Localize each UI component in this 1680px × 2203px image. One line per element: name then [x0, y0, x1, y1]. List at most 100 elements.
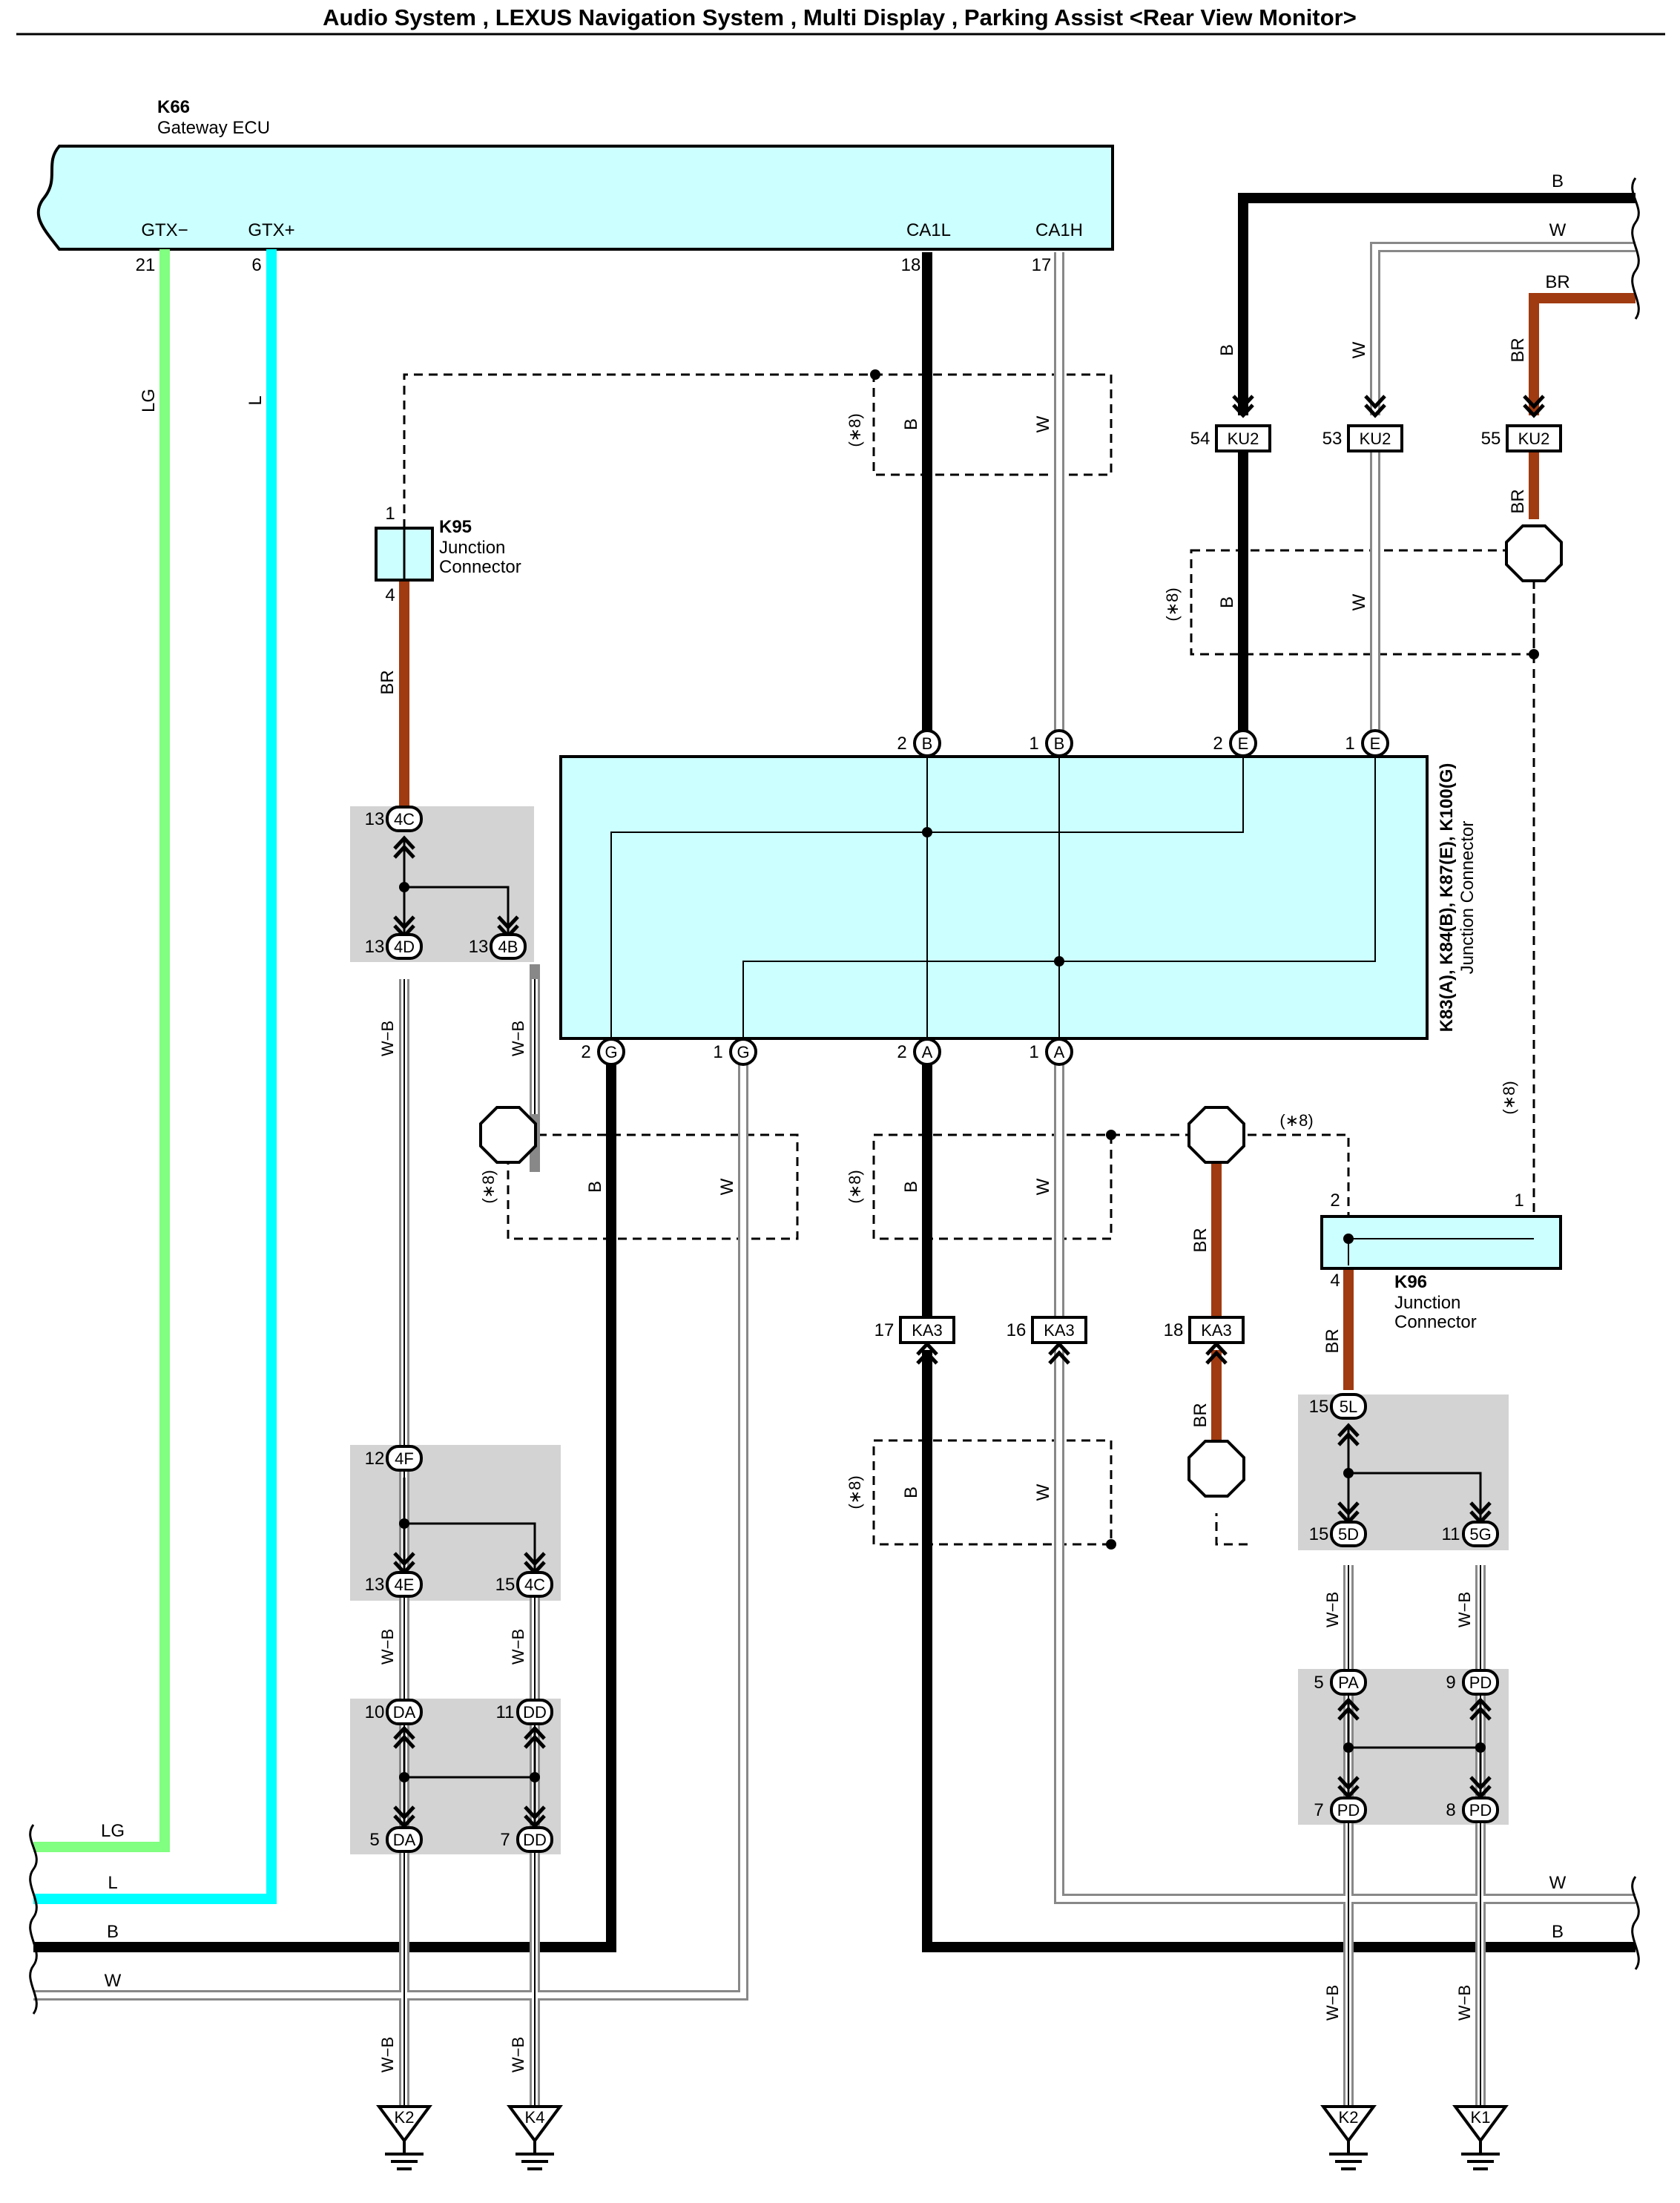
svg-text:W−B: W−B [509, 1021, 527, 1056]
svg-text:B: B [901, 418, 921, 430]
k95-junction-connector: K95 Junction Connector 1 4 [375, 504, 521, 605]
svg-text:LG: LG [101, 1821, 125, 1841]
svg-text:W−B: W−B [1323, 1985, 1342, 2021]
shield-note-3: (∗8) [1500, 1081, 1518, 1114]
svg-text:1: 1 [1029, 1042, 1038, 1062]
wire-lg [33, 249, 170, 1852]
svg-text:7: 7 [1314, 1800, 1323, 1820]
wires-black [33, 193, 1635, 1952]
shield-note-2: (∗8) [1163, 587, 1182, 621]
pin-num-6: 6 [251, 255, 261, 275]
svg-text:K4: K4 [525, 2108, 545, 2127]
svg-text:8: 8 [1446, 1800, 1455, 1820]
junction-connector: K83(A), K84(B), K87(E), K100(G) Junction… [559, 743, 1478, 1052]
svg-text:DA: DA [393, 1703, 416, 1722]
svg-text:13: 13 [365, 937, 385, 957]
svg-text:1: 1 [1345, 734, 1354, 754]
svg-text:DA: DA [393, 1831, 416, 1849]
svg-text:BR: BR [1190, 1228, 1210, 1252]
wire-breaks [29, 177, 1640, 2015]
svg-text:G: G [737, 1043, 749, 1061]
diagram-title: Audio System , LEXUS Navigation System ,… [323, 4, 1357, 30]
ku2-connectors: KU2 KU2 KU2 54 53 55 [1190, 396, 1562, 452]
svg-text:11: 11 [1442, 1524, 1460, 1544]
svg-text:KU2: KU2 [1518, 429, 1550, 448]
svg-text:9: 9 [1446, 1673, 1455, 1693]
svg-text:16: 16 [1007, 1320, 1027, 1340]
shield-drain-dots [870, 369, 1539, 1550]
svg-text:KU2: KU2 [1228, 429, 1259, 448]
svg-text:W−B: W−B [378, 2037, 397, 2072]
svg-text:17: 17 [874, 1320, 895, 1340]
svg-text:W−B: W−B [1323, 1592, 1342, 1627]
shield-note-7: (∗8) [846, 1475, 864, 1509]
svg-text:2: 2 [1330, 1191, 1340, 1211]
svg-text:BR: BR [1545, 272, 1569, 292]
svg-text:W−B: W−B [509, 2037, 527, 2072]
svg-text:4C: 4C [524, 1575, 545, 1594]
pin-num-21: 21 [136, 255, 156, 275]
svg-text:4: 4 [1330, 1271, 1340, 1291]
svg-text:55: 55 [1481, 429, 1501, 449]
svg-text:5G: 5G [1469, 1525, 1491, 1544]
gateway-ecu-code: K66 [157, 97, 190, 117]
svg-text:10: 10 [365, 1702, 385, 1722]
svg-text:B: B [922, 734, 933, 753]
svg-text:A: A [922, 1043, 933, 1061]
svg-text:W: W [1349, 341, 1369, 358]
svg-text:2: 2 [1213, 734, 1222, 754]
shield-notes: (∗8) (∗8) (∗8) (∗8) (∗8) (∗8) (∗8) [479, 413, 1518, 1509]
shield-note-1: (∗8) [846, 413, 864, 447]
svg-text:4F: 4F [395, 1449, 414, 1468]
svg-text:1: 1 [385, 504, 395, 524]
shield-note-5: (∗8) [846, 1170, 864, 1203]
svg-text:5: 5 [369, 1830, 379, 1850]
svg-text:54: 54 [1190, 429, 1210, 449]
gateway-ecu-name: Gateway ECU [157, 118, 270, 138]
shield-note-4: (∗8) [479, 1170, 498, 1203]
svg-text:11: 11 [496, 1702, 515, 1722]
svg-text:12: 12 [365, 1449, 385, 1469]
svg-text:4E: 4E [395, 1575, 415, 1594]
svg-text:L: L [108, 1873, 117, 1893]
svg-text:13: 13 [469, 937, 489, 957]
svg-text:18: 18 [1164, 1320, 1184, 1340]
svg-text:W: W [1549, 220, 1567, 240]
svg-text:B: B [1552, 1922, 1564, 1942]
svg-text:BR: BR [1322, 1328, 1343, 1353]
svg-text:15: 15 [1309, 1397, 1329, 1417]
svg-text:L: L [246, 395, 266, 405]
joint-dots [399, 882, 1486, 1782]
svg-text:K1: K1 [1471, 2108, 1491, 2127]
svg-text:4: 4 [385, 585, 395, 605]
svg-text:PD: PD [1337, 1801, 1360, 1820]
k96-junction-connector: K96 Junction Connector 2 1 4 [1320, 1191, 1562, 1332]
svg-text:B: B [901, 1486, 921, 1498]
svg-text:Connector: Connector [1394, 1312, 1477, 1332]
svg-text:W−B: W−B [378, 1629, 397, 1664]
svg-text:DD: DD [523, 1703, 547, 1722]
svg-text:B: B [901, 1181, 921, 1193]
svg-text:K2: K2 [395, 2108, 415, 2127]
svg-text:W: W [1349, 593, 1369, 610]
svg-text:KA3: KA3 [1201, 1321, 1232, 1340]
svg-text:2: 2 [897, 734, 906, 754]
wire-l [33, 249, 277, 1904]
svg-text:W−B: W−B [1455, 1592, 1474, 1627]
svg-text:5D: 5D [1338, 1525, 1359, 1544]
svg-text:W: W [1033, 1484, 1053, 1501]
ground-points: K2 K4 K2 K1 [378, 2105, 1507, 2170]
pin-num-17: 17 [1032, 255, 1052, 275]
svg-text:KA3: KA3 [1044, 1321, 1075, 1340]
svg-text:4D: 4D [394, 938, 415, 956]
svg-text:15: 15 [495, 1575, 515, 1595]
svg-text:LG: LG [139, 389, 159, 412]
svg-text:5: 5 [1314, 1673, 1323, 1693]
pin-label-gtx-plus: GTX+ [248, 220, 294, 240]
junction-connector-codes: K83(A), K84(B), K87(E), K100(G) [1437, 763, 1457, 1033]
svg-text:PD: PD [1469, 1801, 1492, 1820]
svg-text:W: W [1549, 1873, 1567, 1893]
pin-label-ca1h: CA1H [1035, 220, 1083, 240]
svg-text:5L: 5L [1340, 1397, 1357, 1416]
ka3-connectors: KA3 KA3 KA3 17 16 18 [874, 1316, 1245, 1363]
